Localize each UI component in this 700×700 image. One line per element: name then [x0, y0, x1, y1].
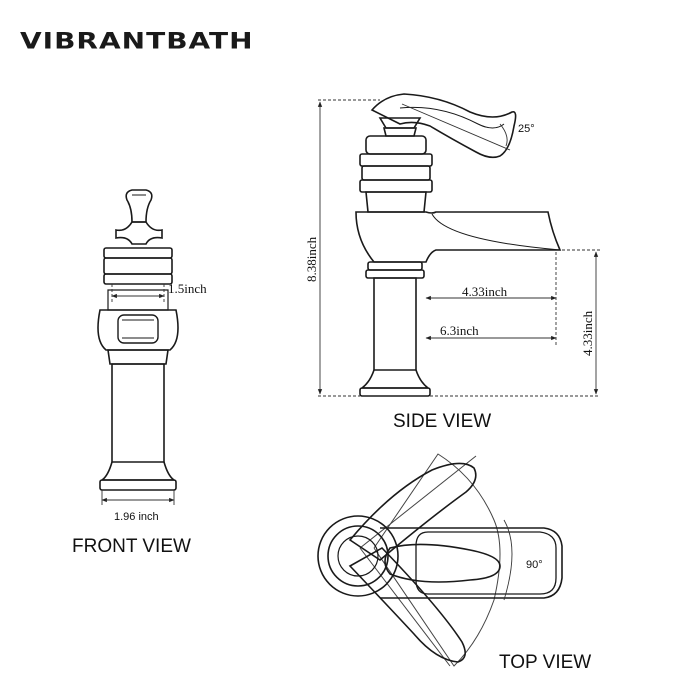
top-view-title: TOP VIEW	[499, 652, 592, 673]
top-handle-angle-label: 90°	[526, 559, 543, 571]
side-view-title: SIDE VIEW	[393, 411, 492, 432]
top-view-drawing	[317, 453, 563, 667]
front-inner-width-label: 1.5inch	[168, 281, 207, 296]
side-total-reach-label: 6.3inch	[440, 323, 479, 338]
top-angle-indicator	[503, 519, 513, 601]
front-base-width-label: 1.96 inch	[114, 511, 159, 523]
side-dimension-lines	[317, 99, 600, 397]
side-view-drawing	[355, 93, 562, 397]
side-height-label: 8.38inch	[304, 236, 319, 282]
side-spout-reach-label: 4.33inch	[462, 284, 508, 299]
side-handle-angle-label: 25°	[518, 123, 535, 135]
front-view-drawing	[97, 189, 179, 491]
front-dimension-lines	[101, 284, 175, 505]
side-spout-height-label: 4.33inch	[580, 310, 595, 356]
brand-logo: VIBRANTBATH	[20, 28, 254, 54]
side-angle-indicator	[401, 103, 511, 151]
front-view-title: FRONT VIEW	[72, 536, 191, 557]
